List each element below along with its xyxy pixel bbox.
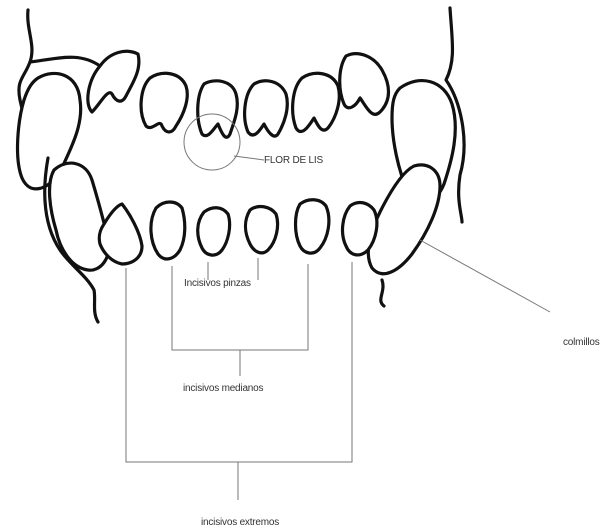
- lower-incisor-middle-left: [151, 202, 185, 259]
- medianos-bracket: [172, 264, 308, 350]
- upper-jaw-top-left-ridge: [30, 57, 100, 66]
- flor-de-lis-pointer: [234, 156, 264, 160]
- lower-incisor-central-left: [198, 208, 230, 255]
- upper-incisor-corner-left: [88, 51, 139, 112]
- label-colmillos: colmillos: [563, 337, 600, 348]
- label-flor-de-lis: FLOR DE LIS: [264, 155, 323, 166]
- upper-incisor-central-right: [245, 81, 288, 136]
- label-incisivos-extremos: incisivos extremos: [201, 517, 279, 528]
- label-incisivos-medianos: incisivos medianos: [183, 383, 263, 394]
- lower-jaw-right-contour: [381, 280, 384, 306]
- upper-incisor-middle-left: [141, 73, 187, 132]
- colmillos-pointer: [420, 240, 550, 312]
- extremos-bracket: [126, 262, 352, 462]
- lower-incisor-middle-right: [296, 200, 329, 253]
- lower-left-canine: [50, 163, 109, 270]
- upper-incisor-middle-right: [293, 73, 340, 131]
- label-incisivos-pinzas: Incisivos pinzas: [184, 278, 251, 289]
- lower-incisor-corner-left: [99, 204, 142, 264]
- lower-right-canine: [368, 165, 440, 274]
- upper-incisor-corner-right: [340, 54, 389, 115]
- lower-incisor-central-right: [246, 207, 278, 253]
- upper-incisor-central-left: [198, 81, 238, 137]
- lower-incisor-corner-right: [343, 203, 377, 255]
